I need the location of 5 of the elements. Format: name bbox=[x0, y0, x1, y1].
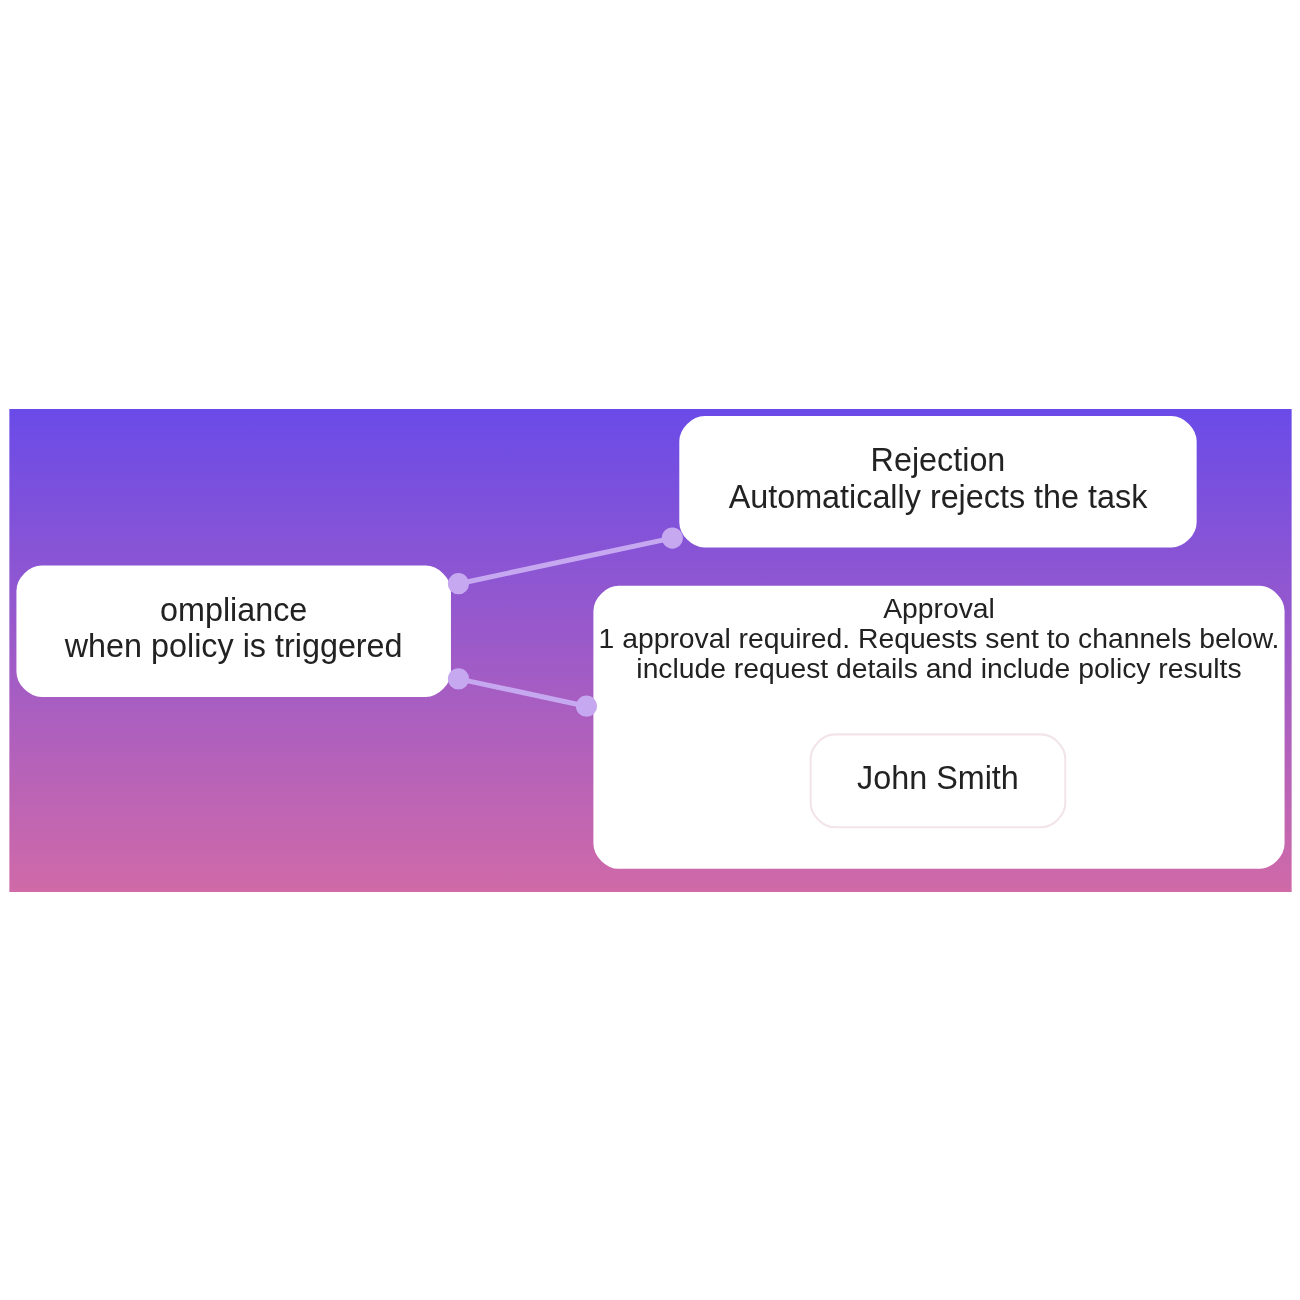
node-box: ompliance when policy is triggered bbox=[15, 565, 451, 697]
connector bbox=[447, 526, 683, 594]
connector bbox=[447, 667, 597, 717]
node-box: John Smith bbox=[809, 732, 1066, 828]
node-box: Rejection Automatically rejects the task bbox=[678, 415, 1197, 547]
